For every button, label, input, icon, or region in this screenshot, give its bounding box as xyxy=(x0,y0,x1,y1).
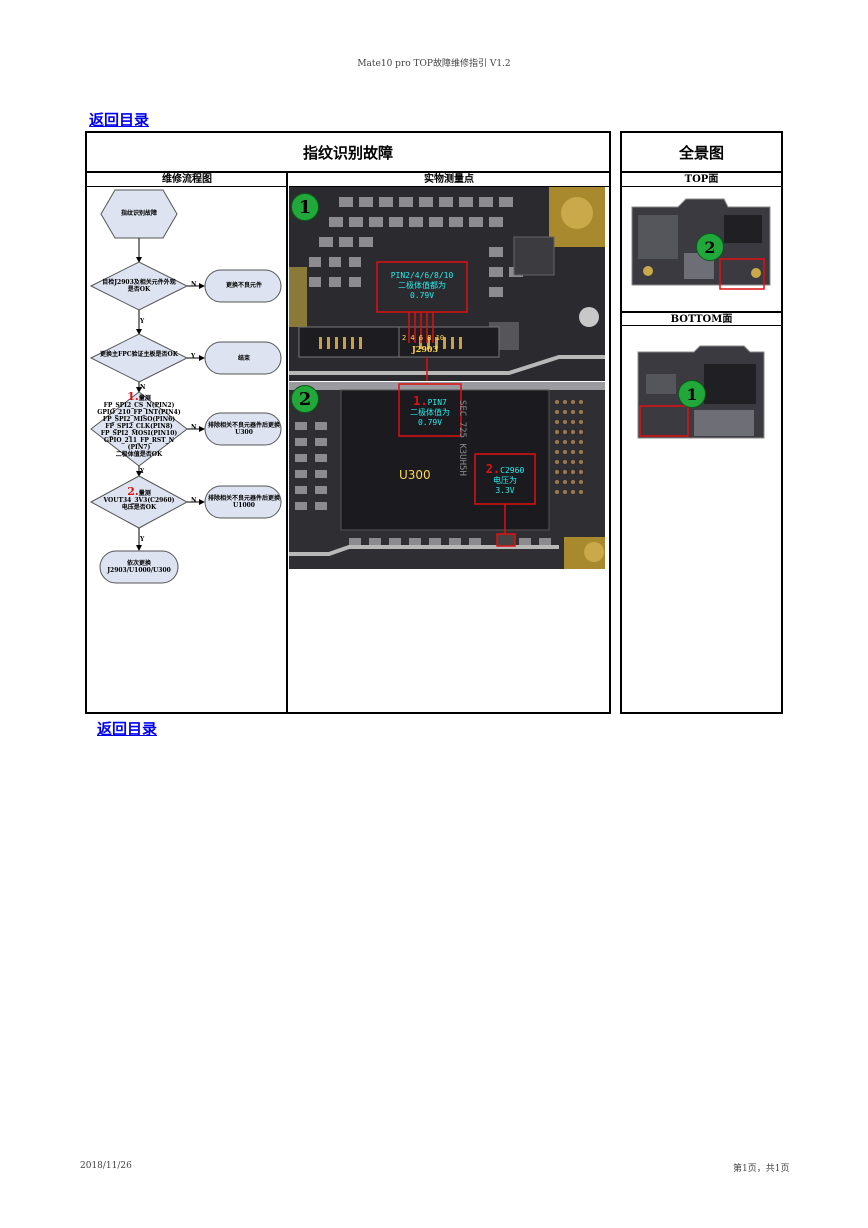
main-table xyxy=(85,131,611,714)
callout-pin7-text: 1.PIN7 二极体值为 0.79V xyxy=(410,394,450,427)
photo-marker-2: 2 xyxy=(291,385,319,413)
flow-label-y-1: Y xyxy=(140,318,145,325)
bottom-board-highlight xyxy=(639,405,689,437)
main-table-title: 指纹识别故障 xyxy=(87,133,609,173)
overview-title: 全景图 xyxy=(622,133,781,173)
flow-action-1-text: 更换不良元件 xyxy=(225,282,262,289)
overview-table xyxy=(620,131,783,714)
flow-decision-2-text: 更换主FPC验证主板是否OK xyxy=(100,351,178,358)
flow-label-n-3: N xyxy=(191,424,197,431)
document-header-title: Mate10 pro TOP故障维修指引 V1.2 xyxy=(357,59,511,69)
flow-end-text: 依次更换J2903/U1000/U300 xyxy=(107,560,171,574)
repair-flowchart xyxy=(89,189,282,584)
photo-marker-1: 1 xyxy=(291,193,319,221)
flow-decision-4-text: 2.量测 VOUT34_3V3(C2960) 电压是否OK xyxy=(103,485,175,511)
flow-label-n-1: N xyxy=(191,281,197,288)
flow-action-4-shape xyxy=(204,485,282,519)
flow-action-2-shape xyxy=(204,341,282,375)
flow-label-y-3: Y xyxy=(140,468,145,475)
column-divider xyxy=(286,173,288,712)
overview-divider xyxy=(622,311,781,312)
callout-box-pin7 xyxy=(398,383,462,437)
photo-column-header: 实物测量点 xyxy=(289,173,609,187)
flow-start-text: 指纹识别故障 xyxy=(120,210,157,217)
chip-label-u300: U300 xyxy=(399,468,431,482)
top-board-marker: 2 xyxy=(696,233,724,261)
flowchart-column-header: 维修流程图 xyxy=(87,173,287,187)
pcb-connector-image xyxy=(289,187,605,381)
flow-action-3-text: 排除相关不良元器件后更换U300 xyxy=(207,422,280,436)
footer-date: 2018/11/26 xyxy=(80,1161,132,1171)
measurement-photo-connector: 1 PIN2/4/6/8/10 二极体值都为 0.79V 2 4 6 8 10 … xyxy=(289,187,605,381)
flow-label-n-2: N xyxy=(140,384,146,391)
flow-action-4-text: 排除相关不良元器件后更换U1000 xyxy=(207,495,280,509)
connector-label-j2903: J2903 xyxy=(412,344,439,354)
flow-end-shape xyxy=(99,550,179,584)
pcb-chip-image xyxy=(289,382,605,569)
callout-pins-text: PIN2/4/6/8/10 二极体值都为 0.79V xyxy=(390,271,454,300)
footer-page-number: 第1页，共1页 xyxy=(733,1164,790,1174)
flow-action-1-shape xyxy=(204,269,282,303)
flow-decision-1-text: 目检J2903及相关元件外观是否OK xyxy=(102,279,176,293)
callout-box-pins xyxy=(376,261,468,313)
flow-decision-2-shape xyxy=(89,333,189,383)
flow-action-3-shape xyxy=(204,412,282,446)
flow-label-y-4: Y xyxy=(140,536,145,543)
callout-c2960-text: 2.C2960 电压为 3.3V xyxy=(485,462,525,495)
top-side-label: TOP面 xyxy=(622,173,781,187)
back-to-contents-link[interactable]: 返回目录 xyxy=(89,111,150,129)
flow-decision-3-text: 1.量测 FP_SPI2_CS_N(PIN2) GPIO_210_FP_INT(… xyxy=(97,390,181,458)
connector-pin-numbers: 2 4 6 8 10 xyxy=(402,334,445,342)
flow-start-shape xyxy=(100,189,178,239)
top-board-highlight xyxy=(719,258,765,290)
bottom-side-label: BOTTOM面 xyxy=(622,312,781,326)
bottom-board-image: 1 xyxy=(634,344,768,440)
flow-label-n-4: N xyxy=(191,497,197,504)
flow-label-y-2: Y xyxy=(191,353,196,360)
bottom-board-marker: 1 xyxy=(678,380,706,408)
top-board-image: 2 xyxy=(628,193,774,291)
back-to-contents-link-bottom[interactable]: 返回目录 xyxy=(97,720,158,738)
measurement-photo-chip: 2 SEC 725 K3UH5H 1.PIN7 二极体值为 0.79V U300… xyxy=(289,382,605,569)
flow-action-2-text: 结束 xyxy=(237,355,250,362)
